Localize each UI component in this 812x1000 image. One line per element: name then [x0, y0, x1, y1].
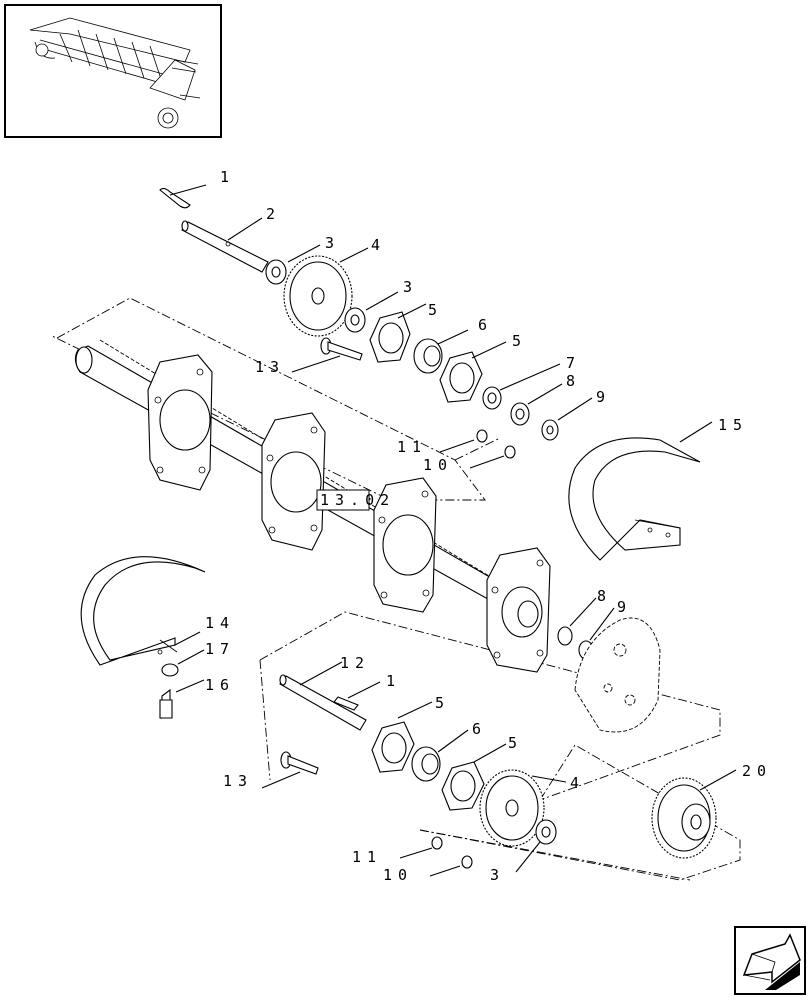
part-label: 13: [223, 772, 253, 790]
bearing: [411, 729, 469, 782]
bolt: [159, 679, 205, 720]
support-plate: [147, 354, 213, 491]
reference-box: 13.02: [316, 489, 395, 511]
part-label: 6: [478, 316, 493, 334]
spacer: [482, 363, 561, 410]
part-label: 4: [371, 236, 386, 254]
support-plate: [486, 547, 551, 673]
washer: [265, 244, 321, 285]
part-label: 16: [205, 676, 235, 694]
washer: [161, 649, 205, 677]
nut: [429, 855, 473, 877]
sprocket: [651, 769, 737, 859]
part-label: 14: [205, 614, 235, 632]
bearing-flange: [369, 303, 427, 363]
part-label: 1: [386, 672, 401, 690]
part-label: 5: [512, 332, 527, 350]
next-page-arrow-icon[interactable]: [734, 926, 806, 995]
assembly-frame-lower: [259, 611, 741, 881]
bearing-flange: [439, 341, 507, 403]
header-overview-icon[interactable]: [4, 4, 222, 138]
drive-plate: [574, 617, 661, 733]
washer: [557, 597, 597, 646]
part-labels: 1 2 3 4 3 5 6 5 7 8 9 13 11 10 15 14 17 …: [205, 168, 772, 884]
sprocket: [283, 247, 369, 337]
part-label: 13: [255, 358, 285, 376]
part-label: 3: [490, 866, 505, 884]
washer: [510, 383, 563, 426]
part-label: 9: [596, 388, 611, 406]
support-plate: [261, 412, 326, 551]
nut: [469, 445, 516, 469]
drive-shaft: [181, 217, 269, 273]
nut: [439, 429, 488, 453]
part-label: 11: [397, 438, 427, 456]
part-label: 20: [742, 762, 772, 780]
part-label: 10: [383, 866, 413, 884]
bolt: [261, 751, 319, 789]
part-label: 3: [325, 234, 340, 252]
part-label: 12: [340, 654, 370, 672]
bolt: [291, 337, 363, 373]
part-label: 3: [403, 278, 418, 296]
belt: [568, 421, 713, 561]
washer: [541, 397, 593, 441]
key: [333, 681, 381, 711]
support-plate: [373, 477, 437, 613]
cotter-pin: [159, 184, 207, 209]
part-label: 5: [508, 734, 523, 752]
part-label: 15: [718, 416, 748, 434]
part-label: 5: [435, 694, 450, 712]
part-label: 10: [423, 456, 453, 474]
part-label: 17: [205, 640, 235, 658]
part-label: 8: [597, 587, 612, 605]
part-label: 7: [566, 354, 581, 372]
bearing-flange: [371, 701, 433, 773]
nut: [399, 836, 443, 859]
drive-shaft: [279, 661, 367, 731]
reference-box-label: 13.02: [320, 491, 395, 509]
part-label: 8: [566, 372, 581, 390]
sprocket: [479, 769, 567, 847]
part-label: 9: [617, 598, 632, 616]
part-label: 5: [428, 301, 443, 319]
part-label: 11: [352, 848, 382, 866]
belt: [80, 556, 206, 666]
washer: [515, 819, 557, 873]
bearing-flange: [441, 743, 507, 811]
assembly-frame-upper: [51, 297, 501, 501]
part-label: 2: [266, 205, 281, 223]
bearing: [413, 329, 469, 374]
part-label: 6: [472, 720, 487, 738]
washer: [344, 291, 399, 333]
part-label: 4: [570, 774, 585, 792]
part-label: 1: [220, 168, 235, 186]
